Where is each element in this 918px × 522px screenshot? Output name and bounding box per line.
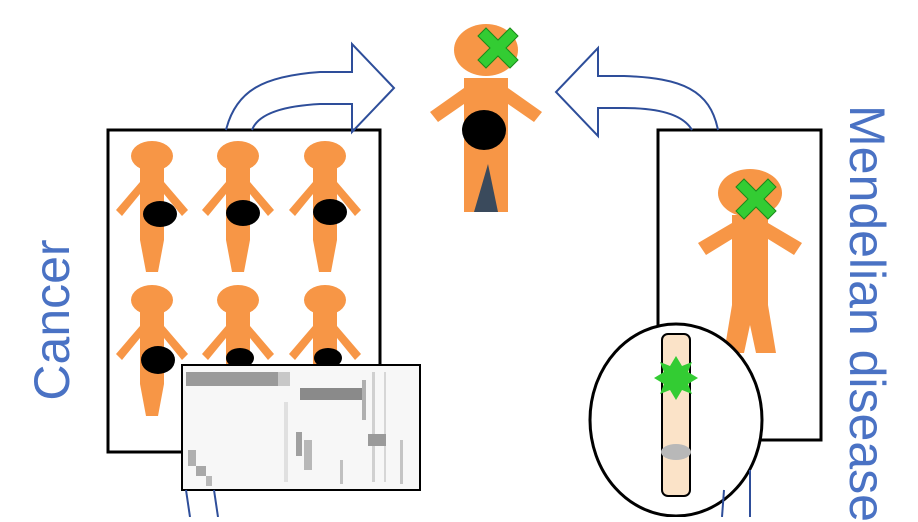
cancer-label: Cancer [24,239,80,401]
tumors [141,199,347,374]
central-patient [430,24,542,212]
arrow-icon [213,489,219,517]
tumor-icon [143,201,177,227]
arrow-icon [721,489,725,517]
arrows [185,41,751,517]
central-person-figure [430,24,542,212]
tumor-icon [226,200,260,226]
tumor-icon [226,348,254,368]
tumor-icon [462,110,506,150]
tumor-icon [313,199,347,225]
tumor-icon [141,346,175,374]
arrow-icon [185,489,191,517]
mutation-burst-icon [654,356,698,400]
tumor-icon [314,348,342,368]
person-icon [698,215,802,353]
chromosome-inset [588,322,764,517]
arrow-icon [225,41,396,135]
centromere [661,444,691,460]
mendelian-person [698,169,802,353]
wedge-icon [474,164,498,212]
x-mark-icon [477,27,519,69]
heatmap-panel [181,364,421,491]
x-mark-icon [735,178,777,220]
mendelian-disease-label: Mendelian disease [839,105,895,522]
arrow-icon [554,45,719,139]
